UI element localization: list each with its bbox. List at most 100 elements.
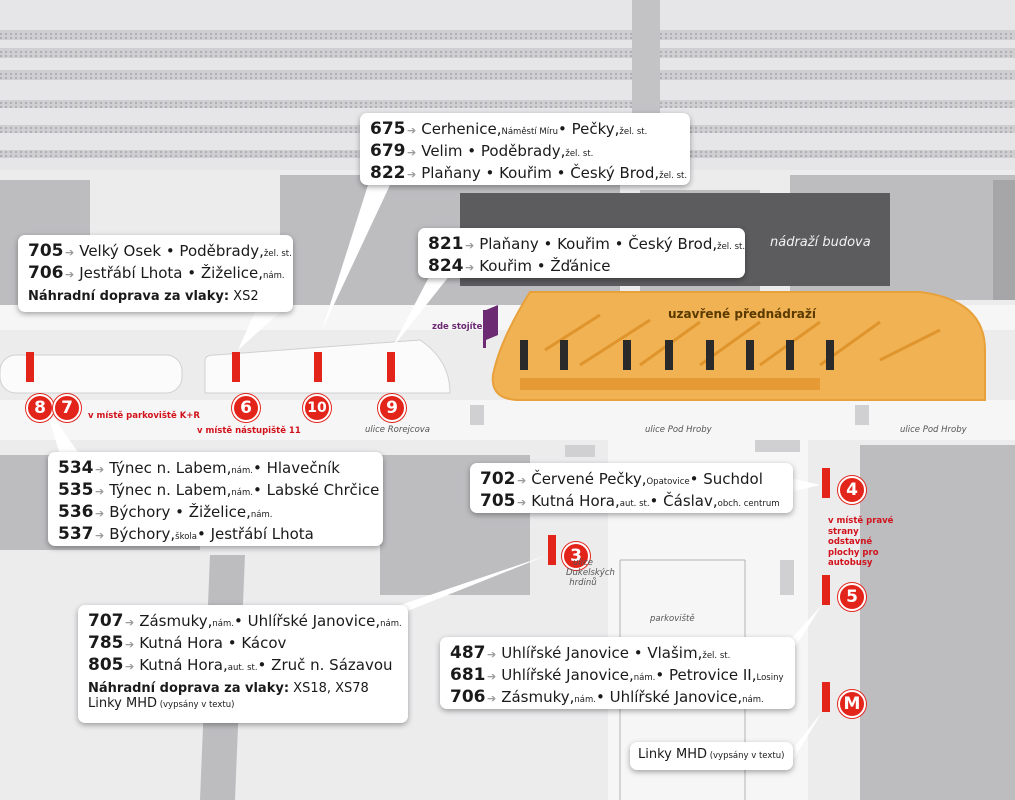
route-destination-detail: škola [175,532,197,542]
route-destination-2-detail: Losiny [756,673,784,683]
arrow-icon: ➔ [465,239,475,252]
route-destination: Velký Osek • Poděbrady, [79,242,264,260]
arrow-icon: ➔ [65,246,75,259]
route-destination-detail: nám. [231,466,253,476]
route-destination: Kutná Hora, [139,656,228,674]
arrow-icon: ➔ [487,648,497,661]
route-destination: Uhlířské Janovice, [501,666,634,684]
building-label: nádraží budova [770,235,871,250]
arrow-icon: ➔ [487,670,497,683]
route-row: 706➔Zásmuky, nám. • Uhlířské Janovice, n… [450,687,785,709]
route-number: 706 [450,687,486,707]
route-destination-2: • Petrovice II, [655,666,757,684]
route-destination-2-detail: žel. st. [619,127,648,137]
arrow-icon: ➔ [517,474,527,487]
replacement-note: Náhradní doprava za vlaky: XS18, XS78 [88,681,398,696]
street-dukelskych: ulice Dukelských hrdinů [566,558,615,588]
note-stop-4: v místě pravé strany odstavné plochy pro… [828,516,894,568]
route-destination-detail: Opatovice [646,477,690,487]
zde-stojite-label: zde stojíte [432,322,483,332]
zde-stojite-flag [483,305,498,348]
route-row: 675➔Cerhenice, Náměstí Míru • Pečky, žel… [370,119,680,141]
route-row: 705➔Velký Osek • Poděbrady, žel. st. [28,241,292,263]
route-row: 706➔Jestřábí Lhota • Žiželice, nám. [28,263,285,285]
route-destination-2: • Hlavečník [252,459,340,477]
route-destination: Cerhenice, [421,120,502,138]
route-row: 534➔Týnec n. Labem, nám. • Hlavečník [58,458,373,480]
route-destination-detail: Náměstí Míru [501,127,558,137]
stop-3[interactable]: 3 [562,542,590,570]
route-row: 824➔Kouřim • Žďánice [428,256,735,278]
route-row: 536➔ Býchory • Žiželice, nám. [58,502,373,524]
route-row: 822➔Plaňany • Kouřim • Český Brod, žel. … [370,163,687,185]
arrow-icon: ➔ [407,168,417,181]
replacement-label: Náhradní doprava za vlaky: [88,681,290,696]
route-destination-2-detail: nám. [742,695,764,705]
route-number: 824 [428,256,464,276]
route-destination-detail: žel. st. [702,651,731,661]
routes-box-707: 707➔Zásmuky, nám. • Uhlířské Janovice, n… [78,605,408,723]
arrow-icon: ➔ [517,496,527,509]
route-destination-detail: nám. [574,695,596,705]
stop-8[interactable]: 8 [26,394,54,422]
route-row: 702➔Červené Pečky, Opatovice • Suchdol [480,469,783,491]
route-destination-2: • Zruč n. Sázavou [257,656,393,674]
route-number: 707 [88,611,124,631]
mhd-note-row: Linky MHD (vypsány v textu) [88,696,398,711]
stop-7[interactable]: 7 [53,394,81,422]
route-row: 681➔Uhlířské Janovice, nám. • Petrovice … [450,665,785,687]
closed-area-label: uzavřené přednádraží [668,307,816,321]
note-stop-6: v místě nástupiště 11 [197,426,301,436]
route-row: 487➔Uhlířské Janovice • Vlašim, žel. st. [450,643,785,665]
route-destination-2: • Uhlířské Janovice, [596,688,743,706]
arrow-icon: ➔ [125,660,135,673]
route-row: 537➔Býchory, škola • Jestřábí Lhota [58,524,373,546]
route-destination-detail: nám. [633,673,656,683]
route-destination-detail: aut. st. [227,663,258,673]
arrow-icon: ➔ [65,268,75,281]
arrow-icon: ➔ [487,692,497,705]
route-number: 821 [428,234,464,254]
route-number: 702 [480,469,516,489]
route-destination: Býchory • Žiželice, [109,503,251,521]
route-destination: Týnec n. Labem, [109,459,232,477]
arrow-icon: ➔ [407,124,417,137]
stop-4[interactable]: 4 [838,476,866,504]
route-row: 707➔Zásmuky, nám. • Uhlířské Janovice, n… [88,611,402,633]
replacement-lines: XS2 [229,289,259,304]
route-destination-2: • Suchdol [689,470,763,488]
stop-9[interactable]: 9 [378,394,406,422]
callout-pointers [45,185,822,762]
route-number: 537 [58,524,94,544]
mhd-label: Linky MHD [88,696,157,711]
arrow-icon: ➔ [125,638,135,651]
stop-5[interactable]: 5 [838,583,866,611]
route-destination-detail: žel. st. [717,242,746,252]
route-row: 805➔Kutná Hora, aut. st. • Zruč n. Sázav… [88,655,398,677]
route-destination: Týnec n. Labem, [109,481,232,499]
stop-10[interactable]: 10 [303,394,331,422]
route-destination-detail: žel. st. [263,249,292,259]
stop-m[interactable]: M [838,690,866,718]
mhd-note: (vypsány v textu) [157,700,235,710]
route-number: 706 [28,263,64,283]
route-destination: Plaňany • Kouřim • Český Brod, [479,235,718,253]
route-destination: Kouřim • Žďánice [479,257,611,275]
route-destination-detail: nám. [250,510,273,520]
route-row: 535➔Týnec n. Labem, nám. • Labské Chrčic… [58,480,379,502]
replacement-label: Náhradní doprava za vlaky: [28,289,230,304]
crosswalks [470,405,869,595]
route-row: 705➔Kutná Hora, aut. st. • Čáslav, obch.… [480,491,783,513]
route-destination-detail: nám. [263,271,285,281]
route-number: 535 [58,480,94,500]
stop-6[interactable]: 6 [232,394,260,422]
replacement-lines: XS18, XS78 [289,681,369,696]
route-destination-2-detail: obch. centrum [717,499,780,509]
route-number: 536 [58,502,94,522]
route-number: 679 [370,141,406,161]
replacement-note: Náhradní doprava za vlaky: XS2 [28,289,283,304]
route-number: 675 [370,119,406,139]
arrow-icon: ➔ [95,507,105,520]
mhd-note: (vypsány v textu) [707,751,785,761]
